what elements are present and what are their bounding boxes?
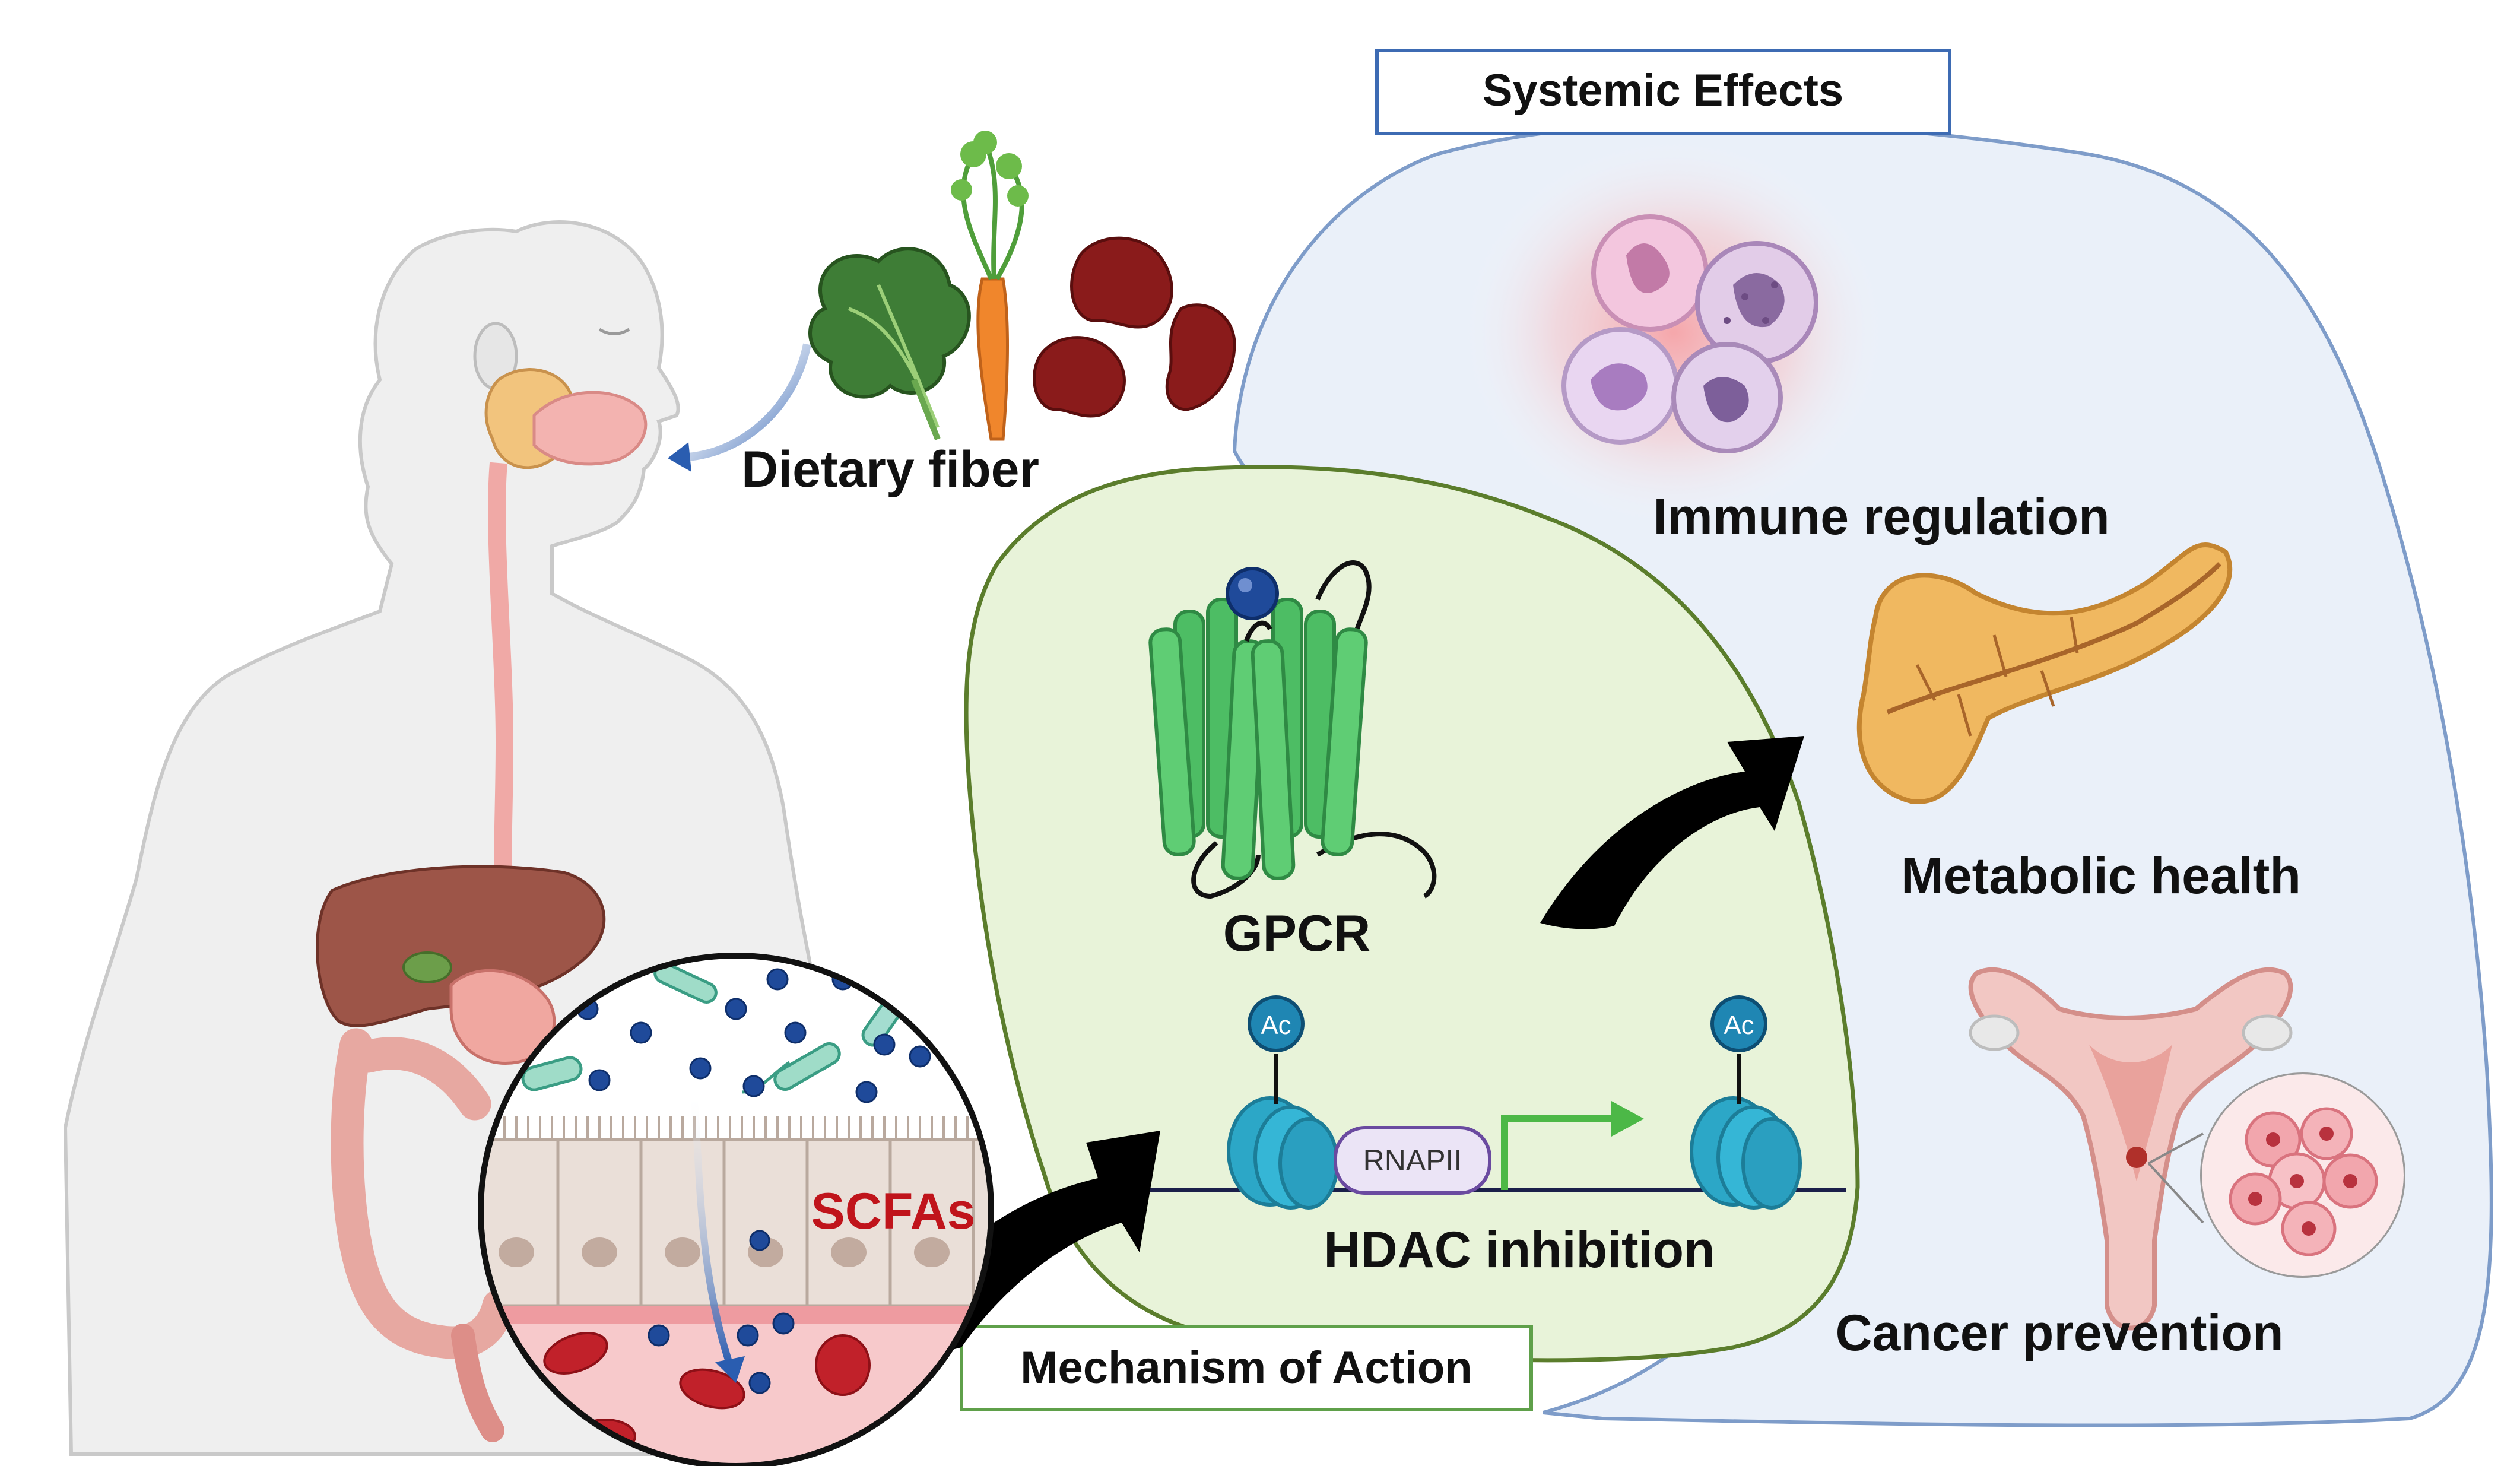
immune-cells-icon: [1561, 214, 1818, 453]
mechanism-title-box: [960, 1325, 1533, 1411]
immune-regulation-label: Immune regulation: [1653, 488, 2109, 545]
metabolic-health-label: Metabolic health: [1901, 848, 2301, 905]
svg-text:Ac: Ac: [1724, 1011, 1754, 1040]
carrot-icon: [951, 131, 1029, 441]
rnapii-icon: RNAPII: [1334, 1126, 1491, 1195]
cancer-prevention-label: Cancer prevention: [1835, 1305, 2283, 1362]
nucleosome-icon: Ac: [1227, 995, 1339, 1210]
inflammation-glow: [1460, 137, 1887, 528]
chromatin-diagram: Ac Ac RNAPII: [1140, 995, 1846, 1210]
hdac-inhibition-label: HDAC inhibition: [1324, 1221, 1715, 1278]
spinach-icon: [808, 247, 971, 440]
systemic-effects-title: Systemic Effects: [1483, 65, 1843, 116]
arrow-to-systemic: [1540, 736, 1804, 929]
transcription-start-arrow: [1501, 1115, 1614, 1190]
pancreas-icon: [1856, 542, 2232, 804]
svg-text:RNAPII: RNAPII: [1363, 1144, 1462, 1177]
gut-epithelium-icon: [478, 953, 994, 1466]
tumor-cells-icon: [2147, 1072, 2405, 1278]
nucleosome-icon: Ac: [1690, 995, 1802, 1210]
svg-text:Ac: Ac: [1261, 1011, 1291, 1040]
dietary-fiber-label: Dietary fiber: [741, 441, 1039, 498]
gpcr-label: GPCR: [1223, 905, 1370, 962]
gpcr-receptor-icon: [1148, 560, 1437, 899]
scfas-label: SCFAs: [811, 1183, 975, 1240]
scfa-ligand-icon: [1226, 567, 1279, 620]
kidney-bean-icon: [1033, 236, 1236, 418]
systemic-effects-title-box: [1375, 49, 1951, 135]
ingestion-arrow: [688, 343, 811, 461]
uterus-icon: [1968, 967, 2293, 1331]
mechanism-of-action-title: Mechanism of Action: [1020, 1343, 1472, 1393]
